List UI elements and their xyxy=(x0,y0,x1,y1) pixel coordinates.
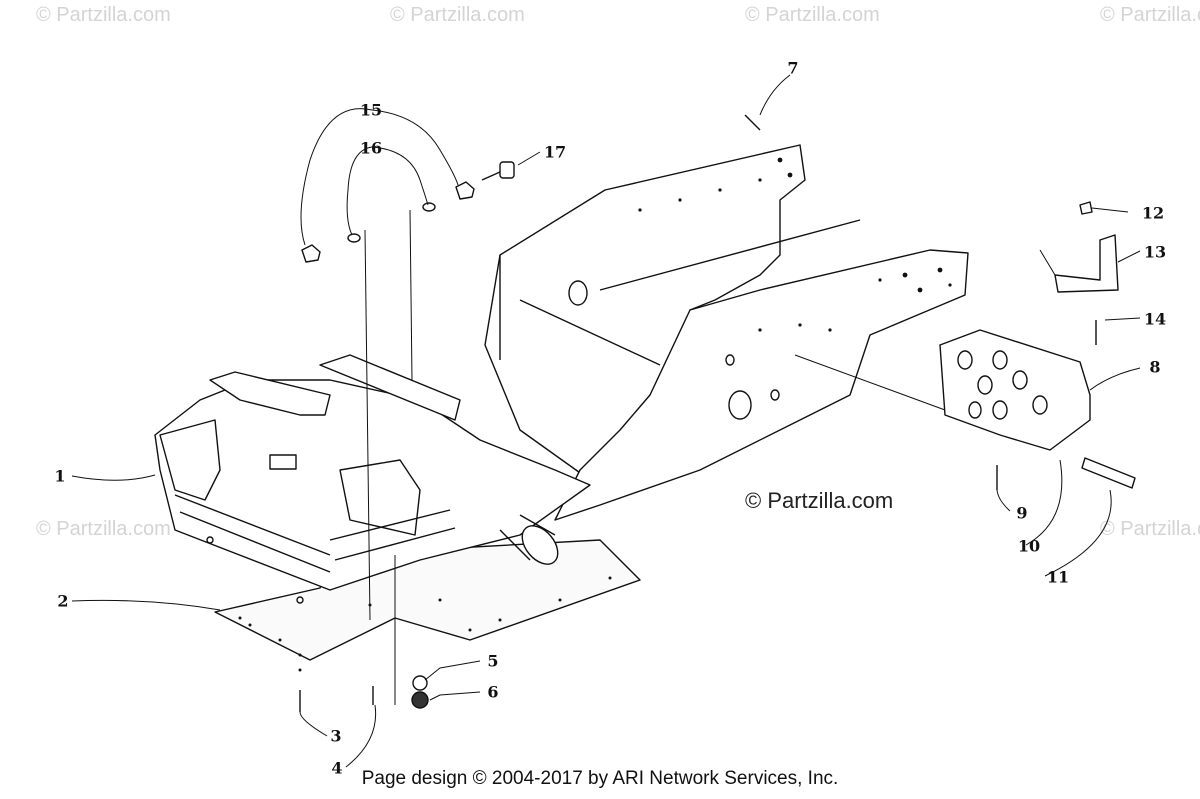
part-label-10[interactable]: 10 xyxy=(1017,536,1041,556)
part-label-15[interactable]: 15 xyxy=(359,100,383,120)
part-label-2[interactable]: 2 xyxy=(57,591,69,611)
part-label-3[interactable]: 3 xyxy=(330,726,342,746)
part-label-13[interactable]: 13 xyxy=(1143,242,1167,262)
step-bracket xyxy=(1054,234,1119,293)
part-label-12[interactable]: 12 xyxy=(1141,203,1165,223)
part-label-5[interactable]: 5 xyxy=(487,651,499,671)
watermark: © Partzilla.com xyxy=(36,518,171,540)
part-label-4[interactable]: 4 xyxy=(331,758,343,778)
part-label-7[interactable]: 7 xyxy=(787,58,799,78)
part-label-9[interactable]: 9 xyxy=(1016,503,1028,523)
fasteners xyxy=(299,114,1097,712)
watermark: © Partzilla.com xyxy=(745,4,880,26)
bracket-11 xyxy=(1081,457,1136,489)
watermark: © Partzilla.com xyxy=(36,4,171,26)
part-label-17[interactable]: 17 xyxy=(543,142,567,162)
part-label-11[interactable]: 11 xyxy=(1046,567,1070,587)
leader-lines xyxy=(71,74,1141,768)
watermark: © Partzilla.com xyxy=(1100,518,1200,540)
front-frame xyxy=(154,354,591,604)
part-label-14[interactable]: 14 xyxy=(1143,309,1167,329)
part-label-16[interactable]: 16 xyxy=(359,138,383,158)
part-label-1[interactable]: 1 xyxy=(54,466,66,486)
tunnel xyxy=(484,144,969,521)
page-footer: Page design © 2004-2017 by ARI Network S… xyxy=(361,768,839,789)
part-label-8[interactable]: 8 xyxy=(1149,357,1161,377)
heat-shield xyxy=(939,329,1091,451)
partzilla-brand-text: © Partzilla.com xyxy=(745,488,894,513)
part-label-6[interactable]: 6 xyxy=(487,682,499,702)
rivets xyxy=(248,603,372,672)
watermark: © Partzilla.com xyxy=(390,4,525,26)
watermark: © Partzilla.com xyxy=(1100,4,1200,26)
